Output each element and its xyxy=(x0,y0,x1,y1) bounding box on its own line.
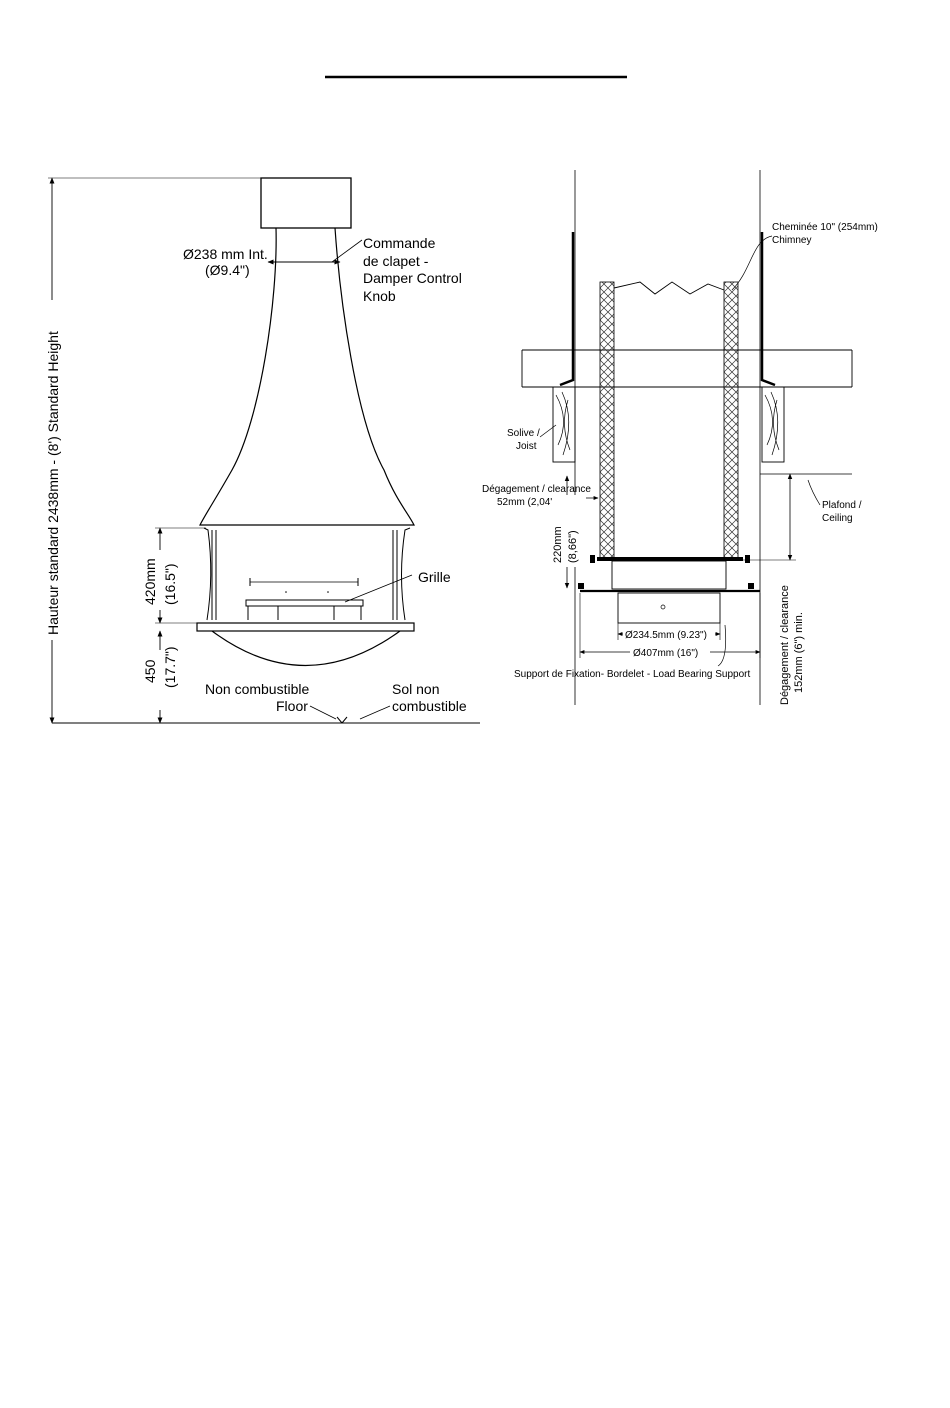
chimney-section: Cheminée 10" (254mm) Chimney Solive / Jo… xyxy=(482,170,878,705)
ceiling-label-1: Plafond / xyxy=(822,500,862,511)
inner-diameter-label: Ø234.5mm (9.23") xyxy=(625,630,707,641)
joist-label-2: Joist xyxy=(516,441,537,452)
damper-label-line-4: Knob xyxy=(363,288,396,304)
damper-label-line-3: Damper Control xyxy=(363,270,462,286)
clearance-side-label-2: 52mm (2,04") xyxy=(497,497,557,508)
flue-diameter-inch-label: (Ø9.4") xyxy=(205,262,250,278)
floor-label-en-2: combustible xyxy=(392,698,467,714)
chimney-label-2: Chimney xyxy=(772,235,811,246)
fireplace-elevation: Ø238 mm Int. (Ø9.4") Commande de clapet … xyxy=(42,177,480,724)
base-height-inch-label: (17.7") xyxy=(162,646,178,688)
post-left-inner xyxy=(211,530,217,620)
grille-label: Grille xyxy=(418,569,451,585)
base-height-label: 450 xyxy=(142,659,158,683)
chimney-label-1: Cheminée 10" (254mm) xyxy=(772,222,878,233)
outer-diameter-label: Ø407mm (16") xyxy=(633,648,698,659)
support-plate xyxy=(597,557,743,561)
total-height-label: Hauteur standard 2438mm - (8') Standard … xyxy=(45,331,61,635)
clearance-side-label-1: Dégagement / clearance xyxy=(482,484,591,495)
hearth-bowl xyxy=(211,630,401,666)
opening-height-inch-label: (16.5") xyxy=(162,563,178,605)
chimney-wall-right xyxy=(723,281,739,561)
grille-leader xyxy=(344,574,413,603)
damper-label-line-2: de clapet - xyxy=(363,253,429,269)
floor-label-fr-1: Non combustible xyxy=(205,681,309,697)
opening-height-label: 420mm xyxy=(142,558,158,605)
chimney-wall-left xyxy=(599,281,615,561)
post-right-inner xyxy=(392,530,398,620)
damper-leader xyxy=(331,239,363,263)
post-left xyxy=(203,527,212,621)
joist-left xyxy=(552,386,576,463)
break-line xyxy=(613,281,725,295)
joist-right xyxy=(761,386,785,463)
support-height-label: 220mm xyxy=(552,526,564,563)
floor-label-fr-2: Floor xyxy=(276,698,308,714)
joist-label-1: Solive / xyxy=(507,428,540,439)
grille xyxy=(245,578,364,620)
clearance-min-label-1: Dégagement / clearance xyxy=(779,585,791,705)
flashing-right xyxy=(760,232,776,387)
post-right xyxy=(401,527,411,621)
damper-label-line-1: Commande xyxy=(363,235,436,251)
flue-collar xyxy=(260,177,352,229)
bottom-collar-lower xyxy=(617,592,721,624)
floor-label-en-1: Sol non xyxy=(392,681,439,697)
flue-diameter-label: Ø238 mm Int. xyxy=(183,246,268,262)
flashing-left xyxy=(559,232,575,387)
support-height-inch-label: (8,66") xyxy=(567,530,579,563)
support-label: Support de Fixation- Bordelet - Load Bea… xyxy=(514,669,750,680)
clearance-min-label-2: 152mm (6") min. xyxy=(793,612,805,693)
hearth-plate xyxy=(196,622,415,632)
bottom-collar-upper xyxy=(611,560,727,590)
ceiling-label-2: Ceiling xyxy=(822,513,853,524)
ceiling-slab xyxy=(521,349,853,388)
